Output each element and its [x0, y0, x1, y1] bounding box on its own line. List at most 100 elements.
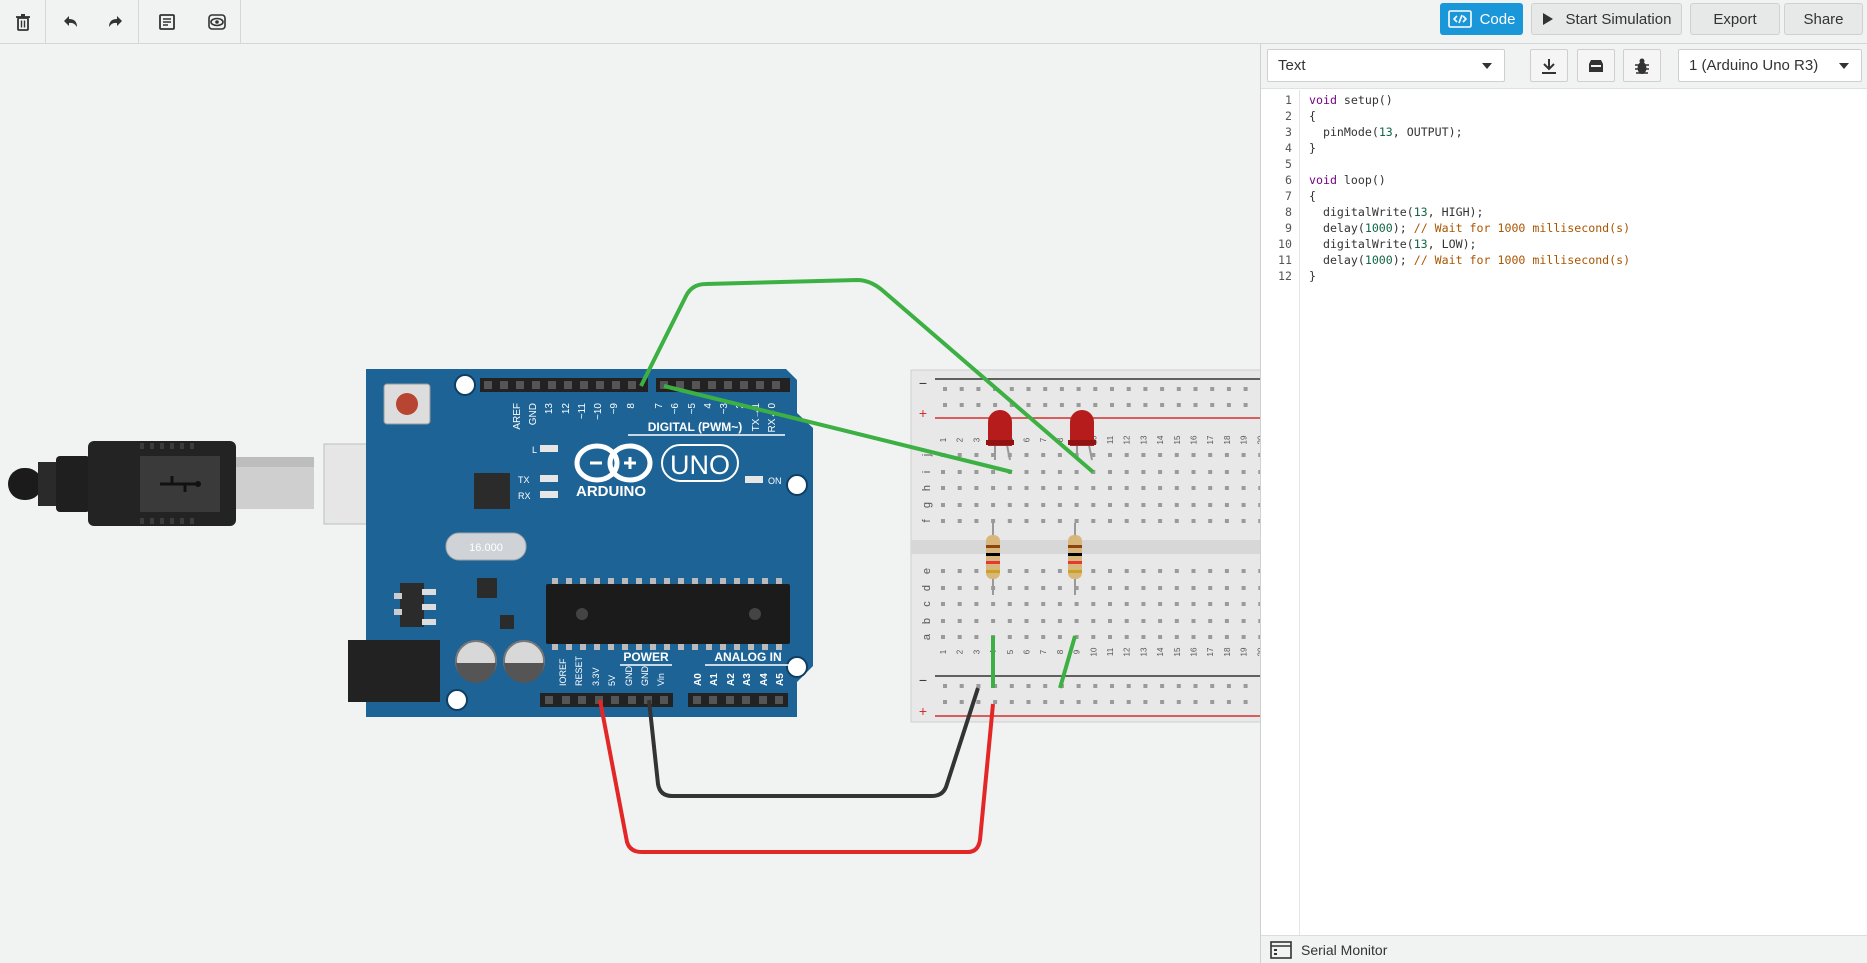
breadboard-hole[interactable] [941, 602, 945, 606]
breadboard-hole[interactable] [1241, 602, 1246, 606]
breadboard-hole[interactable] [1041, 635, 1046, 639]
code-mode-select[interactable]: Text [1267, 49, 1505, 82]
breadboard-hole[interactable] [1241, 519, 1246, 523]
breadboard-hole[interactable] [1108, 519, 1112, 523]
breadboard-hole[interactable] [1241, 619, 1246, 623]
breadboard-hole[interactable] [1124, 453, 1129, 457]
breadboard-hole[interactable] [1174, 635, 1179, 639]
breadboard-hole[interactable] [1141, 586, 1146, 590]
breadboard-hole[interactable] [1108, 635, 1112, 639]
breadboard-hole[interactable] [1091, 635, 1096, 639]
breadboard-hole[interactable] [1076, 403, 1081, 407]
breadboard-hole[interactable] [1208, 635, 1213, 639]
breadboard-hole[interactable] [959, 387, 964, 391]
breadboard-hole[interactable] [1141, 519, 1146, 523]
breadboard-hole[interactable] [1007, 486, 1012, 490]
led-1[interactable] [986, 410, 1014, 461]
breadboard-hole[interactable] [1007, 503, 1012, 507]
breadboard-hole[interactable] [1258, 619, 1260, 623]
breadboard-hole[interactable] [974, 486, 979, 490]
breadboard-hole[interactable] [1074, 503, 1079, 507]
breadboard-hole[interactable] [1124, 569, 1129, 573]
breadboard-hole[interactable] [1091, 470, 1096, 474]
breadboard-hole[interactable] [1024, 635, 1029, 639]
breadboard-hole[interactable] [1208, 470, 1213, 474]
breadboard-hole[interactable] [991, 503, 996, 507]
breadboard-hole[interactable] [1074, 470, 1079, 474]
breadboard-hole[interactable] [976, 684, 981, 688]
breadboard-hole[interactable] [1208, 486, 1213, 490]
breadboard-hole[interactable] [1224, 470, 1229, 474]
breadboard-hole[interactable] [1074, 619, 1079, 623]
breadboard-hole[interactable] [1208, 519, 1213, 523]
breadboard-hole[interactable] [1174, 470, 1179, 474]
breadboard-hole[interactable] [1091, 453, 1096, 457]
breadboard-hole[interactable] [1191, 486, 1196, 490]
breadboard-hole[interactable] [993, 700, 998, 704]
breadboard-hole[interactable] [974, 619, 979, 623]
breadboard-hole[interactable] [991, 602, 996, 606]
breadboard-hole[interactable] [1108, 453, 1112, 457]
breadboard-hole[interactable] [1141, 453, 1146, 457]
breadboard-hole[interactable] [1076, 700, 1081, 704]
breadboard-hole[interactable] [1093, 684, 1098, 688]
breadboard-hole[interactable] [1191, 586, 1196, 590]
breadboard-hole[interactable] [1124, 619, 1129, 623]
breadboard-hole[interactable] [1124, 602, 1129, 606]
breadboard-hole[interactable] [1041, 470, 1046, 474]
breadboard-hole[interactable] [1108, 569, 1112, 573]
breadboard-hole[interactable] [1174, 519, 1179, 523]
wires[interactable] [598, 277, 1095, 854]
breadboard-hole[interactable] [1108, 486, 1112, 490]
breadboard-hole[interactable] [1158, 470, 1163, 474]
breadboard-hole[interactable] [941, 569, 945, 573]
breadboard-hole[interactable] [1057, 519, 1062, 523]
breadboard-hole[interactable] [1057, 503, 1062, 507]
breadboard-hole[interactable] [1226, 684, 1231, 688]
breadboard-hole[interactable] [991, 453, 996, 457]
breadboard-hole[interactable] [1076, 684, 1081, 688]
breadboard-hole[interactable] [1126, 700, 1131, 704]
breadboard-hole[interactable] [974, 602, 979, 606]
breadboard-hole[interactable] [1041, 486, 1046, 490]
breadboard-hole[interactable] [974, 635, 979, 639]
breadboard-hole[interactable] [941, 503, 945, 507]
breadboard-hole[interactable] [1124, 586, 1129, 590]
breadboard-hole[interactable] [1241, 453, 1246, 457]
breadboard-hole[interactable] [1243, 403, 1248, 407]
breadboard-hole[interactable] [943, 387, 947, 391]
breadboard-hole[interactable] [1108, 586, 1112, 590]
breadboard-hole[interactable] [1108, 619, 1112, 623]
breadboard-hole[interactable] [1143, 700, 1148, 704]
breadboard-hole[interactable] [1124, 635, 1129, 639]
undo-button[interactable] [47, 0, 93, 43]
breadboard-hole[interactable] [1091, 586, 1096, 590]
breadboard-hole[interactable] [1143, 684, 1148, 688]
breadboard-hole[interactable] [1057, 486, 1062, 490]
breadboard-hole[interactable] [941, 486, 945, 490]
breadboard-hole[interactable] [1158, 503, 1163, 507]
breadboard-hole[interactable] [1191, 635, 1196, 639]
breadboard-hole[interactable] [1007, 519, 1012, 523]
breadboard-hole[interactable] [1210, 387, 1215, 391]
breadboard-hole[interactable] [959, 403, 964, 407]
reset-button[interactable] [383, 383, 431, 425]
breadboard-hole[interactable] [1191, 519, 1196, 523]
breadboard-hole[interactable] [976, 403, 981, 407]
breadboard-hole[interactable] [1158, 586, 1163, 590]
breadboard-hole[interactable] [1143, 403, 1148, 407]
breadboard-hole[interactable] [1024, 519, 1029, 523]
breadboard-hole[interactable] [1193, 403, 1198, 407]
breadboard-hole[interactable] [1174, 569, 1179, 573]
breadboard-hole[interactable] [1043, 700, 1048, 704]
breadboard-hole[interactable] [1141, 635, 1146, 639]
breadboard-hole[interactable] [1041, 519, 1046, 523]
breadboard-hole[interactable] [991, 470, 996, 474]
breadboard-hole[interactable] [957, 586, 962, 590]
breadboard-hole[interactable] [974, 569, 979, 573]
breadboard-hole[interactable] [1026, 387, 1031, 391]
share-button[interactable]: Share [1784, 3, 1863, 35]
breadboard-hole[interactable] [1258, 586, 1260, 590]
breadboard-hole[interactable] [1224, 453, 1229, 457]
